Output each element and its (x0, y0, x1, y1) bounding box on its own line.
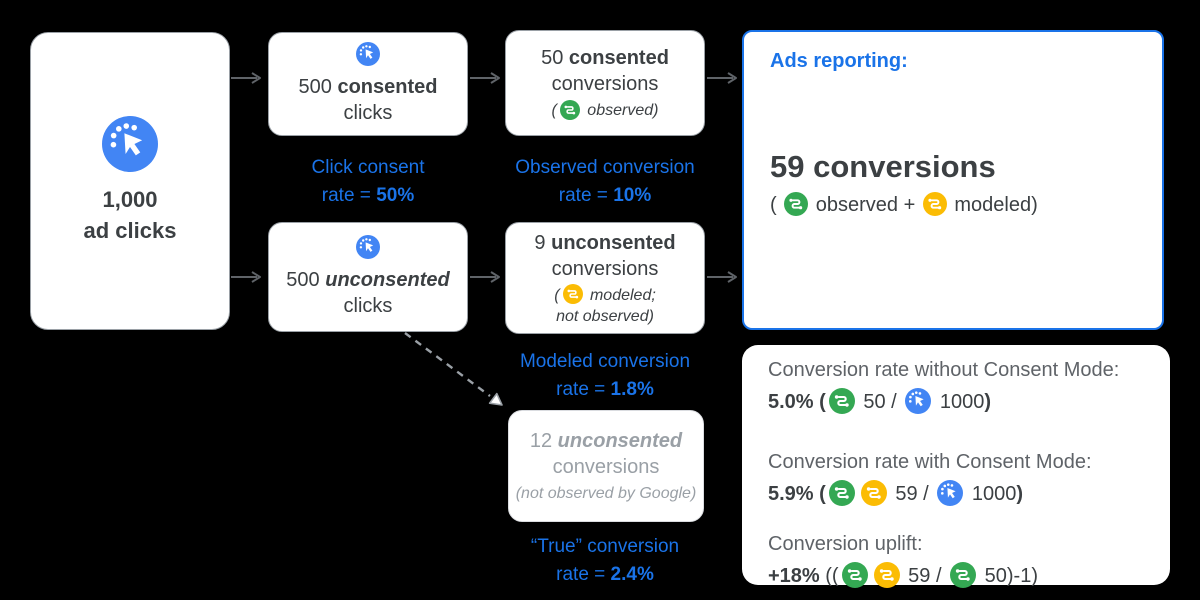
conversion-observed-icon (559, 99, 580, 120)
unconsented-clicks-line1: 500 unconsented (286, 269, 450, 291)
true-conversions-note: (not observed by Google) (515, 485, 697, 502)
observed-rate-caption: Observed conversion rate = 10% (515, 157, 695, 206)
ad-click-icon (937, 479, 964, 506)
consented-clicks-line2: clicks (343, 102, 393, 124)
true-conversions-box: 12 unconsented conversions (not observed… (508, 410, 704, 522)
ad-click-icon (356, 235, 380, 259)
stat-with-consent-mode: Conversion rate with Consent Mode: 5.9% … (768, 451, 1092, 506)
true-rate-caption: “True” conversion rate = 2.4% (530, 536, 680, 585)
consented-clicks-box: 500 consented clicks (268, 32, 468, 136)
click-consent-rate-caption: Click consent rate = 50% (311, 157, 425, 206)
ads-reporting-panel: Ads reporting: 59 conversions ( observed… (742, 30, 1164, 330)
arrow-consented-to-observed (470, 72, 500, 84)
arrow-source-to-unconsented (231, 271, 261, 283)
stat-without-consent-mode: Conversion rate without Consent Mode: 5.… (768, 359, 1120, 414)
ads-reporting-headline: 59 conversions (770, 149, 996, 184)
consented-conversions-line2: conversions (551, 73, 659, 95)
unconsented-clicks-line2: clicks (343, 295, 393, 317)
ad-clicks-label: ad clicks (83, 218, 177, 243)
conversion-observed-icon (828, 387, 855, 414)
conversion-stats-panel: Conversion rate without Consent Mode: 5.… (742, 345, 1170, 588)
conversion-modeled-icon (922, 191, 947, 216)
conversion-observed-icon (784, 191, 809, 216)
true-conversions-line2: conversions (552, 456, 660, 478)
conversion-observed-icon (841, 561, 868, 588)
ads-reporting-title: Ads reporting: (770, 50, 908, 72)
arrow-modeled-to-panel (707, 271, 737, 283)
conversion-modeled-icon (873, 561, 900, 588)
ad-clicks-count: 1,000 (102, 187, 158, 212)
modeled-conversions-note1: ( modeled; (554, 284, 656, 306)
consented-conversions-line1: 50 consented (541, 47, 669, 69)
stat-conversion-uplift: Conversion uplift: +18% (( 59 / 50)-1) (768, 533, 1038, 588)
ad-clicks-box: 1,000 ad clicks (30, 32, 230, 330)
conversion-modeled-icon (860, 479, 887, 506)
ad-click-icon (905, 387, 932, 414)
consented-conversions-box: 50 consented conversions ( observed) (505, 30, 705, 136)
consented-clicks-line1: 500 consented (298, 76, 438, 98)
consented-conversions-note: ( observed) (552, 99, 658, 121)
modeled-rate-caption: Modeled conversion rate = 1.8% (519, 351, 691, 400)
arrow-observed-to-panel (707, 72, 737, 84)
arrow-source-to-consented (231, 72, 261, 84)
modeled-conversions-note2: not observed) (556, 307, 654, 325)
arrow-unconsented-to-modeled (470, 271, 500, 283)
ad-click-icon (356, 42, 380, 66)
modeled-conversions-box: 9 unconsented conversions ( modeled; not… (505, 222, 705, 334)
unconsented-clicks-box: 500 unconsented clicks (268, 222, 468, 332)
modeled-conversions-line1: 9 unconsented (534, 231, 676, 254)
dashed-arrow-unconsented-to-true (404, 332, 503, 406)
conversion-modeled-icon (562, 284, 583, 305)
ads-reporting-subline: ( observed + modeled) (770, 190, 1038, 220)
conversion-observed-icon (950, 561, 977, 588)
true-conversions-line1: 12 unconsented (529, 430, 683, 452)
conversion-observed-icon (828, 479, 855, 506)
modeled-conversions-line2: conversions (551, 257, 659, 280)
ad-click-icon (102, 116, 158, 172)
